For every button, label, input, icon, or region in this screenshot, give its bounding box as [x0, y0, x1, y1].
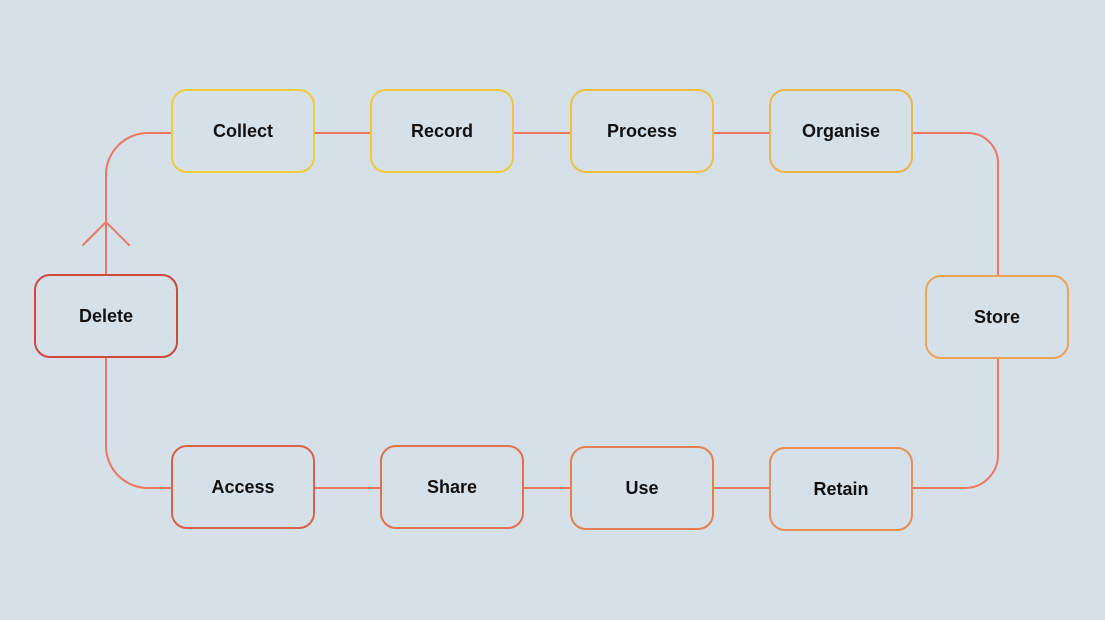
arrow-up-icon — [82, 220, 130, 276]
stage-label: Record — [410, 120, 473, 141]
stage-organise: Organise — [769, 89, 913, 173]
stage-share: Share — [380, 445, 524, 529]
stage-label: Use — [625, 477, 659, 498]
stage-label: Organise — [801, 120, 881, 141]
stage-retain: Retain — [769, 447, 913, 531]
stage-delete: Delete — [34, 274, 178, 358]
stage-label: Store — [973, 306, 1020, 327]
stage-label: Collect — [212, 120, 273, 141]
stage-access: Access — [171, 445, 315, 529]
stage-label: Process — [606, 120, 678, 141]
stage-record: Record — [370, 89, 514, 173]
stage-label: Retain — [813, 478, 869, 499]
stage-label: Delete — [78, 305, 134, 326]
stage-use: Use — [570, 446, 714, 530]
stage-store: Store — [925, 275, 1069, 359]
stage-label: Access — [211, 476, 275, 497]
cycle-connector-line — [105, 132, 999, 489]
stage-label: Share — [426, 476, 478, 497]
stage-process: Process — [570, 89, 714, 173]
stage-collect: Collect — [171, 89, 315, 173]
